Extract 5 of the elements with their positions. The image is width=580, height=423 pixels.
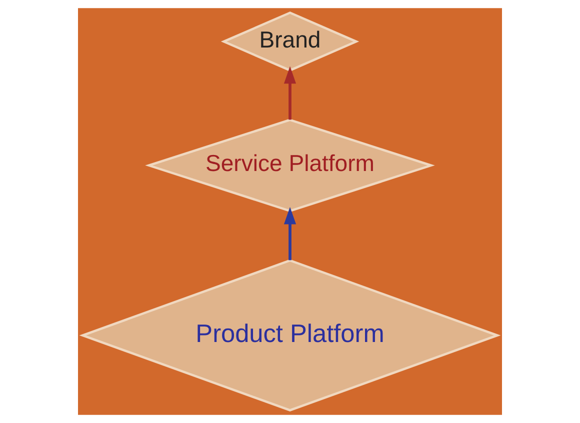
node-diamond: Service Platform — [145, 118, 435, 212]
node-diamond: Product Platform — [79, 259, 501, 412]
node-diamond: Brand — [220, 12, 360, 72]
arrow — [284, 206, 296, 260]
arrow — [284, 66, 296, 120]
